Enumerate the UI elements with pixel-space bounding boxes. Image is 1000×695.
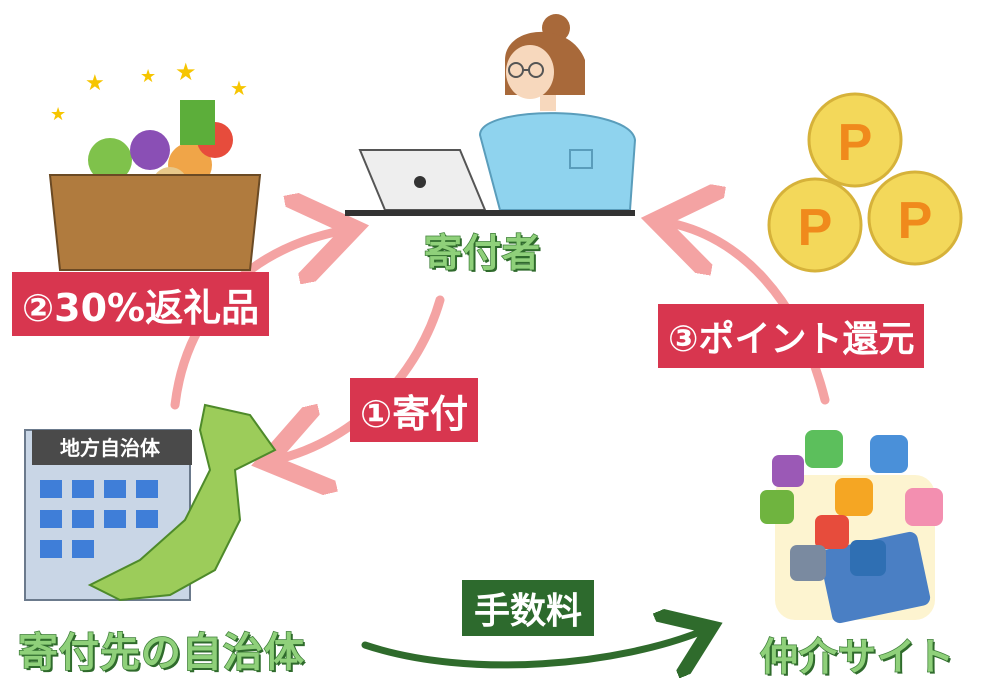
- municipality-illustration: 地方自治体: [24, 403, 277, 602]
- svg-text:★: ★: [50, 104, 66, 125]
- donor-illustration: [345, 14, 637, 216]
- building-sign: 地方自治体: [60, 436, 161, 460]
- return-gift-label: ②30%返礼品: [12, 272, 270, 336]
- municipality-title: 寄付先の自治体: [17, 629, 305, 677]
- intermediary-title: 仲介サイト: [759, 634, 956, 680]
- donation-label: ①寄付: [350, 378, 479, 442]
- donor-title: 寄付者: [423, 230, 542, 276]
- svg-text:★: ★: [230, 76, 248, 100]
- point-return-label: ③ポイント還元: [658, 304, 925, 368]
- fee-label: 手数料: [462, 580, 595, 636]
- coin-letter: P: [798, 199, 833, 257]
- intermediary-illustration: [760, 430, 943, 624]
- svg-text:★: ★: [85, 71, 105, 96]
- arrow-fee: [361, 630, 705, 665]
- svg-text:★: ★: [175, 58, 197, 86]
- coins-illustration: P P P: [767, 92, 963, 273]
- coin-letter: P: [838, 114, 873, 172]
- svg-text:★: ★: [140, 66, 156, 87]
- gift-box-illustration: ★ ★ ★ ★ ★: [48, 58, 262, 271]
- coin-letter: P: [898, 192, 933, 250]
